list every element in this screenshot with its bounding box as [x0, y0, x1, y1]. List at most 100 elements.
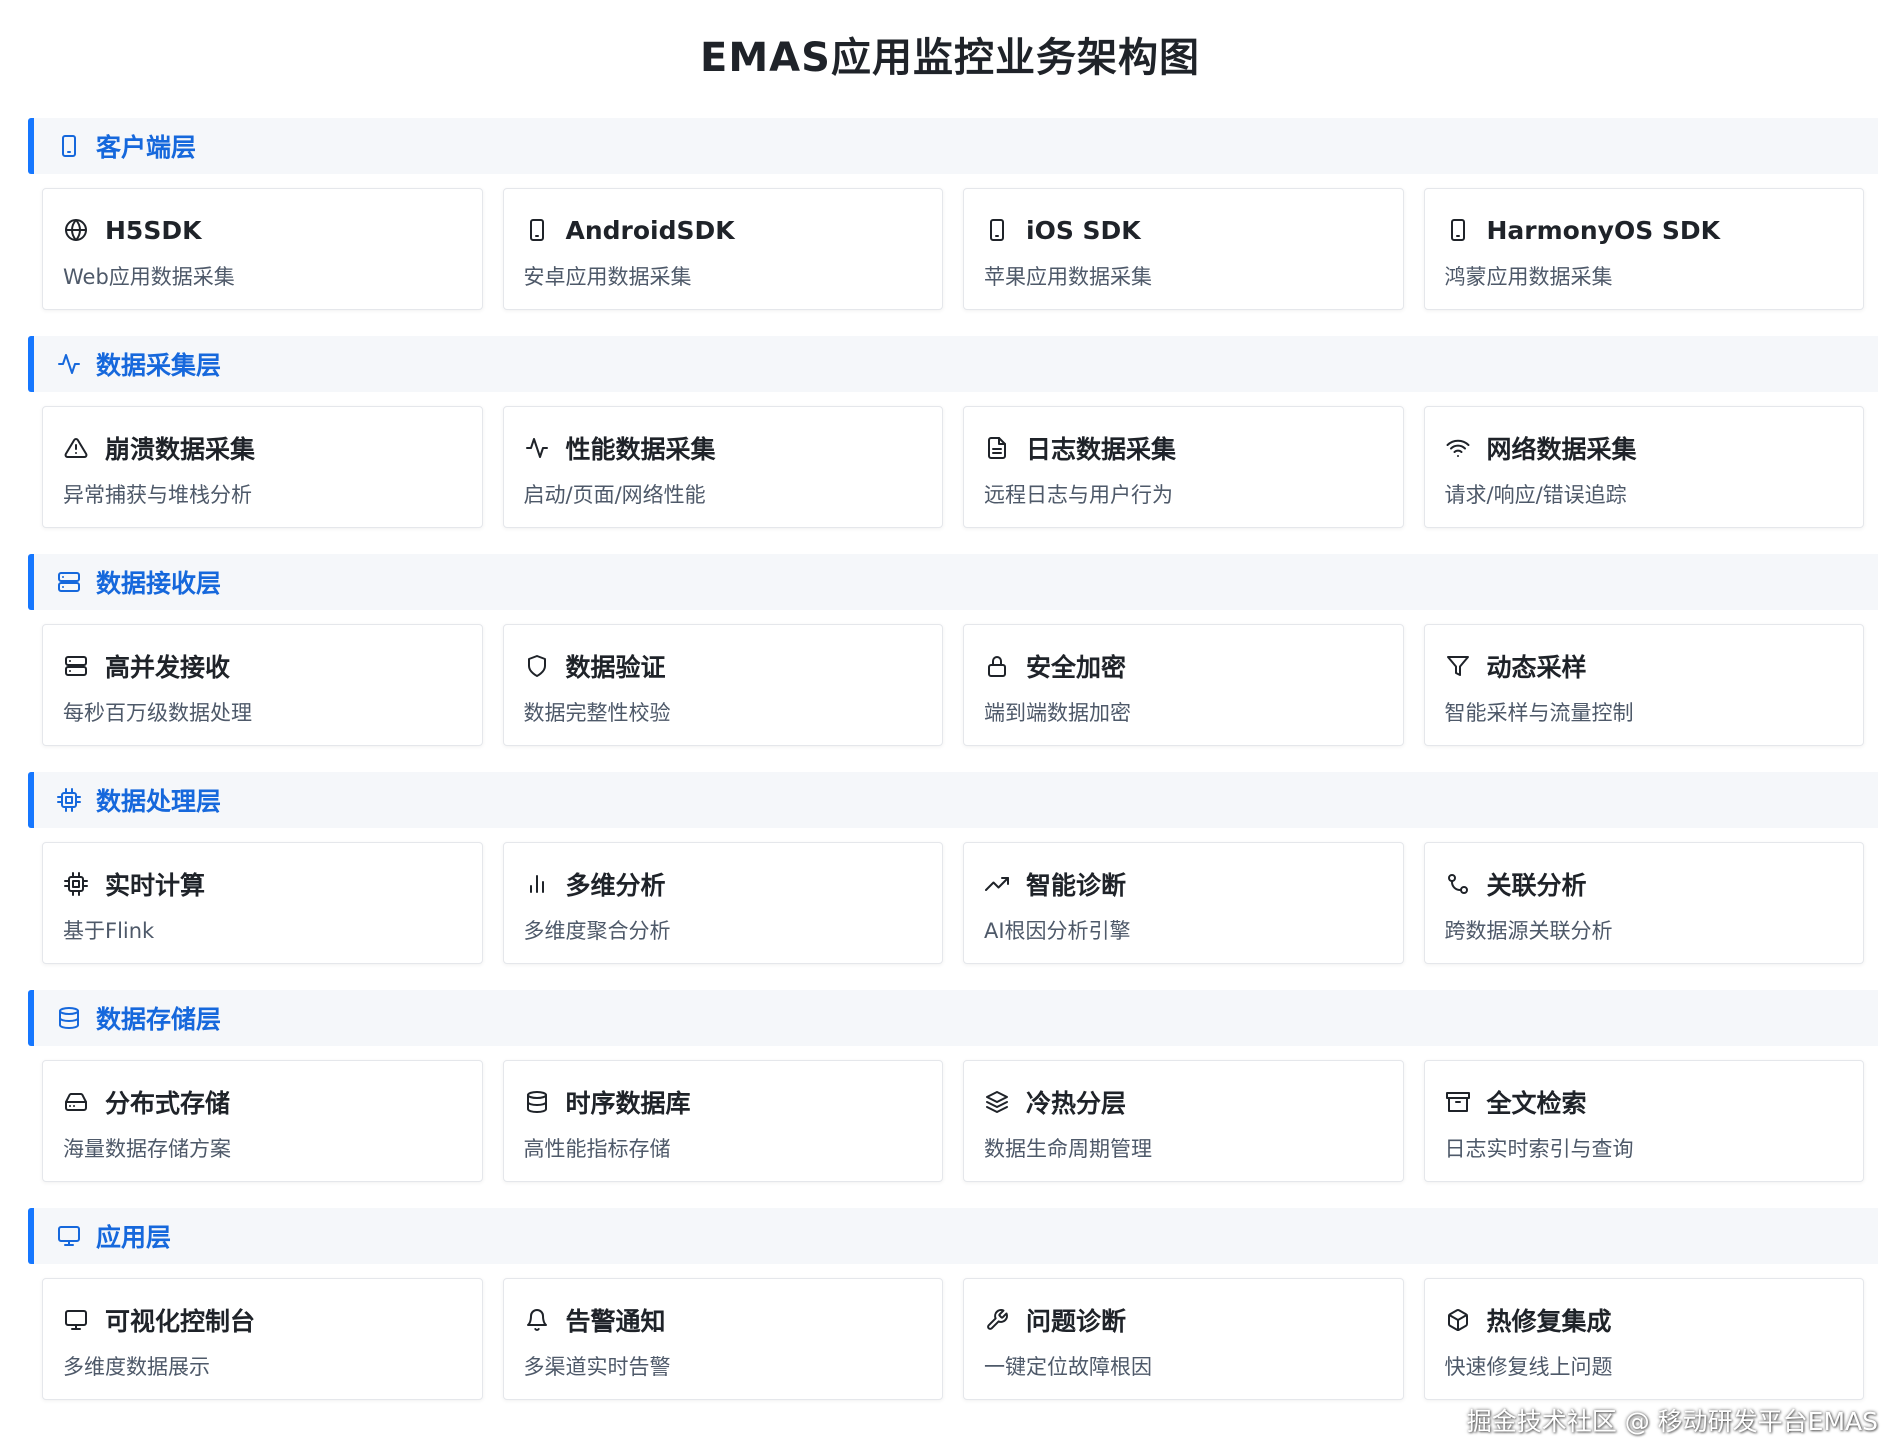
card-title: 多维分析 — [565, 871, 666, 900]
layer-header: 数据采集层 — [28, 336, 1878, 392]
alert-triangle-icon — [63, 435, 89, 461]
card-description: 远程日志与用户行为 — [984, 483, 1173, 507]
card-title: 可视化控制台 — [105, 1307, 256, 1336]
watermark: 掘金技术社区 @ 移动研发平台EMAS — [1466, 1407, 1878, 1436]
trending-up-icon — [984, 871, 1010, 897]
layer-section: 应用层可视化控制台多维度数据展示 告警通知多渠道实时告警 问题诊断一键定位故障根因 热… — [28, 1208, 1878, 1400]
card-title: 网络数据采集 — [1486, 435, 1637, 464]
component-card: 分布式存储海量数据存储方案 — [42, 1060, 483, 1182]
card-header: AndroidSDK — [524, 213, 923, 247]
component-card: 高并发接收每秒百万级数据处理 — [42, 624, 483, 746]
server-icon — [63, 653, 89, 679]
layer-header: 应用层 — [28, 1208, 1878, 1264]
card-title: HarmonyOS SDK — [1486, 215, 1721, 245]
card-header: 热修复集成 — [1445, 1303, 1844, 1337]
card-description: 请求/响应/错误追踪 — [1444, 483, 1627, 507]
hard-drive-icon — [63, 1089, 89, 1115]
card-header: iOS SDK — [984, 213, 1383, 247]
component-card: 冷热分层数据生命周期管理 — [963, 1060, 1404, 1182]
card-description: 海量数据存储方案 — [63, 1137, 231, 1161]
card-description: 高性能指标存储 — [523, 1137, 671, 1161]
card-title: 数据验证 — [565, 653, 666, 682]
component-card: HarmonyOS SDK 鸿蒙应用数据采集 — [1423, 188, 1864, 310]
component-card: 数据验证数据完整性校验 — [502, 624, 943, 746]
card-title: 性能数据采集 — [565, 435, 716, 464]
component-card: 智能诊断 AI根因分析引擎 — [963, 842, 1404, 964]
card-title: 关联分析 — [1486, 871, 1587, 900]
component-card: 可视化控制台多维度数据展示 — [42, 1278, 483, 1400]
layer-header: 数据接收层 — [28, 554, 1878, 610]
card-description: 多维度数据展示 — [63, 1355, 210, 1379]
component-card: 热修复集成快速修复线上问题 — [1423, 1278, 1864, 1400]
card-title: 智能诊断 — [1026, 871, 1127, 900]
card-header: 告警通知 — [524, 1303, 923, 1337]
card-description: 一键定位故障根因 — [984, 1355, 1152, 1379]
card-header: 安全加密 — [984, 649, 1383, 683]
card-description: 安卓应用数据采集 — [523, 265, 692, 289]
activity-icon — [56, 351, 82, 377]
layer-cards: 高并发接收每秒百万级数据处理数据验证数据完整性校验安全加密端到端数据加密动态采样… — [28, 610, 1878, 746]
card-header: 网络数据采集 — [1445, 431, 1844, 465]
card-title: 安全加密 — [1026, 653, 1127, 682]
layer-cards: 分布式存储海量数据存储方案时序数据库高性能指标存储冷热分层数据生命周期管理全文检… — [28, 1046, 1878, 1182]
smartphone-icon — [984, 217, 1010, 243]
globe-icon — [63, 217, 89, 243]
card-title: 分布式存储 — [105, 1089, 231, 1118]
monitor-icon — [63, 1307, 89, 1333]
card-title: 崩溃数据采集 — [105, 435, 256, 464]
layer-section: 数据存储层分布式存储海量数据存储方案时序数据库高性能指标存储冷热分层数据生命周期… — [28, 990, 1878, 1182]
component-card: 动态采样智能采样与流量控制 — [1423, 624, 1864, 746]
card-description: 跨数据源关联分析 — [1444, 919, 1613, 943]
card-title: 动态采样 — [1486, 653, 1587, 682]
layer-cards: 崩溃数据采集异常捕获与堆栈分析 性能数据采集启动/页面/网络性能日志数据采集远程日… — [28, 392, 1878, 528]
card-header: 时序数据库 — [524, 1085, 923, 1119]
layer-title: 客户端层 — [96, 133, 197, 162]
layer-title: 应用层 — [96, 1223, 172, 1252]
bar-chart-icon — [524, 871, 550, 897]
card-header: 分布式存储 — [63, 1085, 462, 1119]
card-title: 热修复集成 — [1486, 1307, 1612, 1336]
card-header: 动态采样 — [1445, 649, 1844, 683]
card-title: 时序数据库 — [565, 1089, 691, 1118]
git-merge-icon — [1445, 871, 1471, 897]
card-description: AI根因分析引擎 — [984, 919, 1131, 943]
filter-icon — [1445, 653, 1471, 679]
card-description: 多维度聚合分析 — [523, 919, 671, 943]
card-description: 端到端数据加密 — [984, 701, 1131, 725]
layer-title: 数据存储层 — [96, 1005, 222, 1034]
card-description: 鸿蒙应用数据采集 — [1444, 265, 1613, 289]
smartphone-icon — [1445, 217, 1471, 243]
card-header: 冷热分层 — [984, 1085, 1383, 1119]
layer-section: 数据采集层崩溃数据采集异常捕获与堆栈分析 性能数据采集启动/页面/网络性能日志数据… — [28, 336, 1878, 528]
card-description: 数据完整性校验 — [523, 701, 671, 725]
smartphone-icon — [56, 133, 82, 159]
wifi-icon — [1445, 435, 1471, 461]
component-card: 性能数据采集启动/页面/网络性能 — [502, 406, 943, 528]
card-title: 高并发接收 — [105, 653, 231, 682]
card-description: 多渠道实时告警 — [523, 1355, 671, 1379]
archive-icon — [1445, 1089, 1471, 1115]
shield-icon — [524, 653, 550, 679]
component-card: 实时计算基于Flink — [42, 842, 483, 964]
component-card: 日志数据采集远程日志与用户行为 — [963, 406, 1404, 528]
card-header: 问题诊断 — [984, 1303, 1383, 1337]
card-header: 实时计算 — [63, 867, 462, 901]
component-card: 多维分析多维度聚合分析 — [502, 842, 943, 964]
card-description: 异常捕获与堆栈分析 — [63, 483, 252, 507]
cpu-icon — [56, 787, 82, 813]
card-title: iOS SDK — [1026, 215, 1141, 245]
monitor-icon — [56, 1223, 82, 1249]
component-card: 时序数据库高性能指标存储 — [502, 1060, 943, 1182]
lock-icon — [984, 653, 1010, 679]
card-title: 实时计算 — [105, 871, 206, 900]
component-card: 全文检索日志实时索引与查询 — [1423, 1060, 1864, 1182]
card-header: 崩溃数据采集 — [63, 431, 462, 465]
database-icon — [56, 1005, 82, 1031]
component-card: 网络数据采集请求/响应/错误追踪 — [1423, 406, 1864, 528]
card-description: 苹果应用数据采集 — [984, 265, 1152, 289]
page-title: EMAS应用监控业务架构图 — [700, 35, 1200, 81]
